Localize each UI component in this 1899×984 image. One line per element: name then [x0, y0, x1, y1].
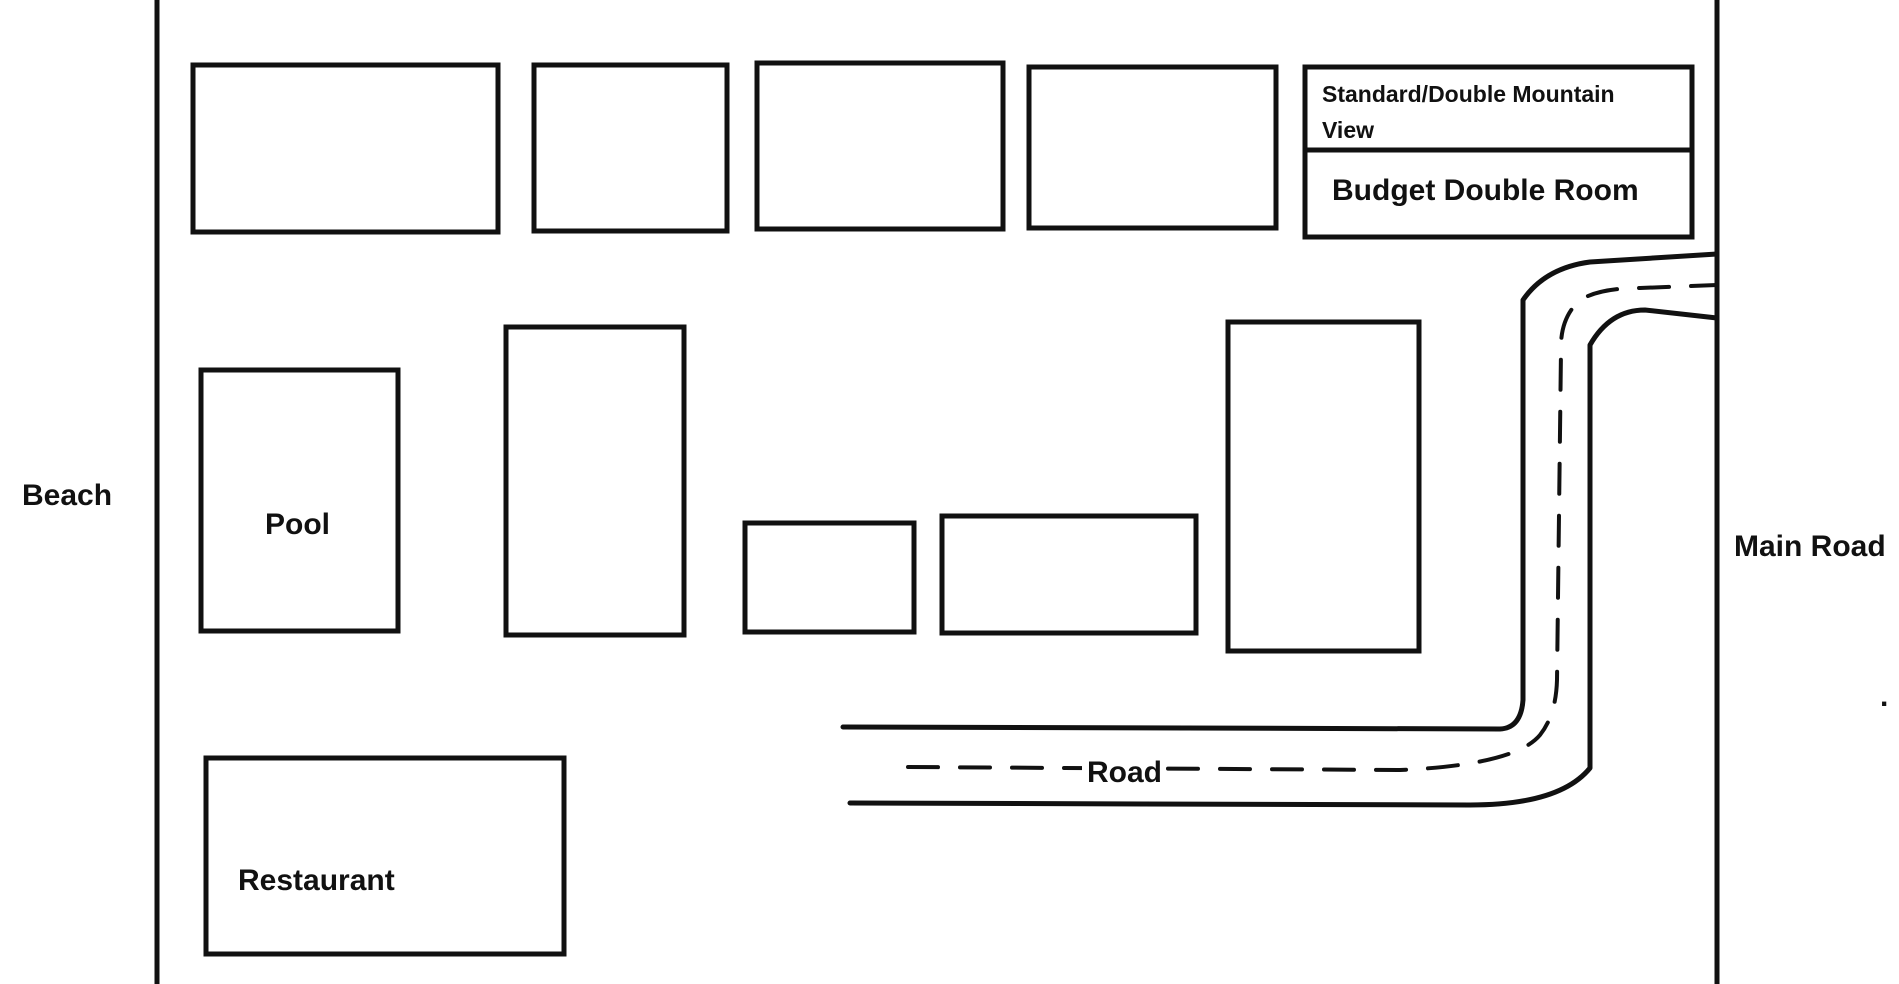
room-standard-double-mountain-view: [1302, 64, 1695, 153]
beach-label: Beach: [22, 479, 112, 512]
room-standard-double-label: Standard/Double Mountain: [1322, 81, 1615, 107]
building-top-4: [1026, 64, 1279, 231]
building-top-1: [190, 62, 501, 235]
restaurant: [203, 755, 567, 957]
building-mid-2: [742, 520, 917, 635]
pool: [198, 367, 401, 634]
pool-label: Pool: [265, 508, 330, 541]
stray-mark: .: [1880, 680, 1888, 713]
road: Road: [840, 251, 1720, 808]
room-budget-double-label: Budget Double Room: [1332, 174, 1639, 207]
room-budget-double: [1302, 147, 1695, 240]
room-block: Standard/Double Mountain View Budget Dou…: [1302, 64, 1695, 240]
road-inner-edge: [847, 307, 1720, 808]
road-label: Road: [1087, 756, 1162, 789]
road-center-line: [906, 283, 1719, 773]
building-mid-4: [1225, 319, 1422, 654]
restaurant-label: Restaurant: [238, 864, 395, 897]
main-road-label: Main Road: [1734, 530, 1886, 563]
road-label-gap: [1082, 748, 1162, 788]
building-top-2: [531, 62, 730, 234]
building-top-3: [754, 60, 1006, 232]
room-standard-double-label-line2: View: [1322, 117, 1374, 143]
building-mid-1: [503, 324, 687, 638]
road-outer-edge: [840, 251, 1720, 732]
building-mid-3: [939, 513, 1199, 636]
